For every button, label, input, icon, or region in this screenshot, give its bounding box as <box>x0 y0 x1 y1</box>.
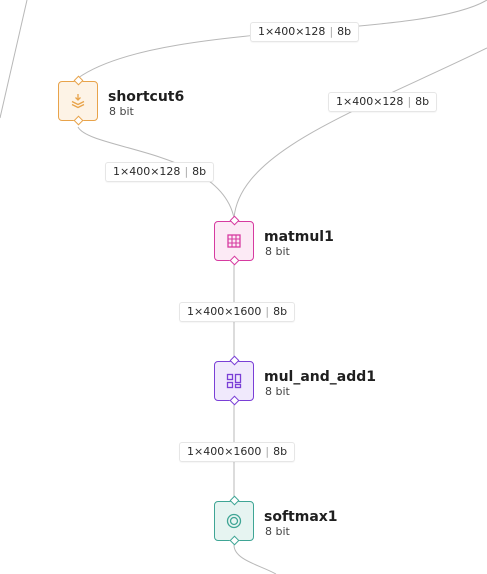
edge-label-shape: 1×400×128 <box>113 165 181 178</box>
blocks-icon <box>226 373 242 389</box>
edge-label-mul_and_add1-out: 1×400×1600|8b <box>179 442 296 462</box>
node-name: shortcut6 <box>108 89 185 105</box>
edge-label-shape: 1×400×1600 <box>187 305 262 318</box>
node-bits: 8 bit <box>109 105 134 118</box>
edge-label-bits: 8b <box>273 445 288 458</box>
edge-label-right: 1×400×128|8b <box>328 92 438 112</box>
edge-label-bits: 8b <box>337 25 352 38</box>
node-softmax1[interactable] <box>214 501 254 541</box>
edge-label-shape: 1×400×128 <box>258 25 326 38</box>
edge-label-bits: 8b <box>273 305 288 318</box>
edge-label-bits: 8b <box>415 95 430 108</box>
node-name: softmax1 <box>264 509 338 525</box>
node-bits: 8 bit <box>265 385 290 398</box>
node-name: matmul1 <box>264 229 334 245</box>
grid-icon <box>227 234 241 248</box>
edge-softmax1-out <box>233 544 277 574</box>
edge-label-shape: 1×400×128 <box>336 95 404 108</box>
edge-label-bits: 8b <box>192 165 207 178</box>
node-name: mul_and_add1 <box>264 369 377 385</box>
edge-label-shape: 1×400×1600 <box>187 445 262 458</box>
edge-label-top: 1×400×128|8b <box>250 22 360 42</box>
edge-label-shortcut6-out: 1×400×128|8b <box>105 162 215 182</box>
target-icon <box>226 513 242 529</box>
node-matmul1[interactable] <box>214 221 254 261</box>
edge-shortcut6-to-matmul1 <box>77 126 235 219</box>
edge-label-matmul1-out: 1×400×1600|8b <box>179 302 296 322</box>
edge-offscreen-left <box>0 0 28 119</box>
edge-right-into-matmul1 <box>233 47 487 219</box>
stack-icon <box>71 94 85 109</box>
node-bits: 8 bit <box>265 525 290 538</box>
node-bits: 8 bit <box>265 245 290 258</box>
